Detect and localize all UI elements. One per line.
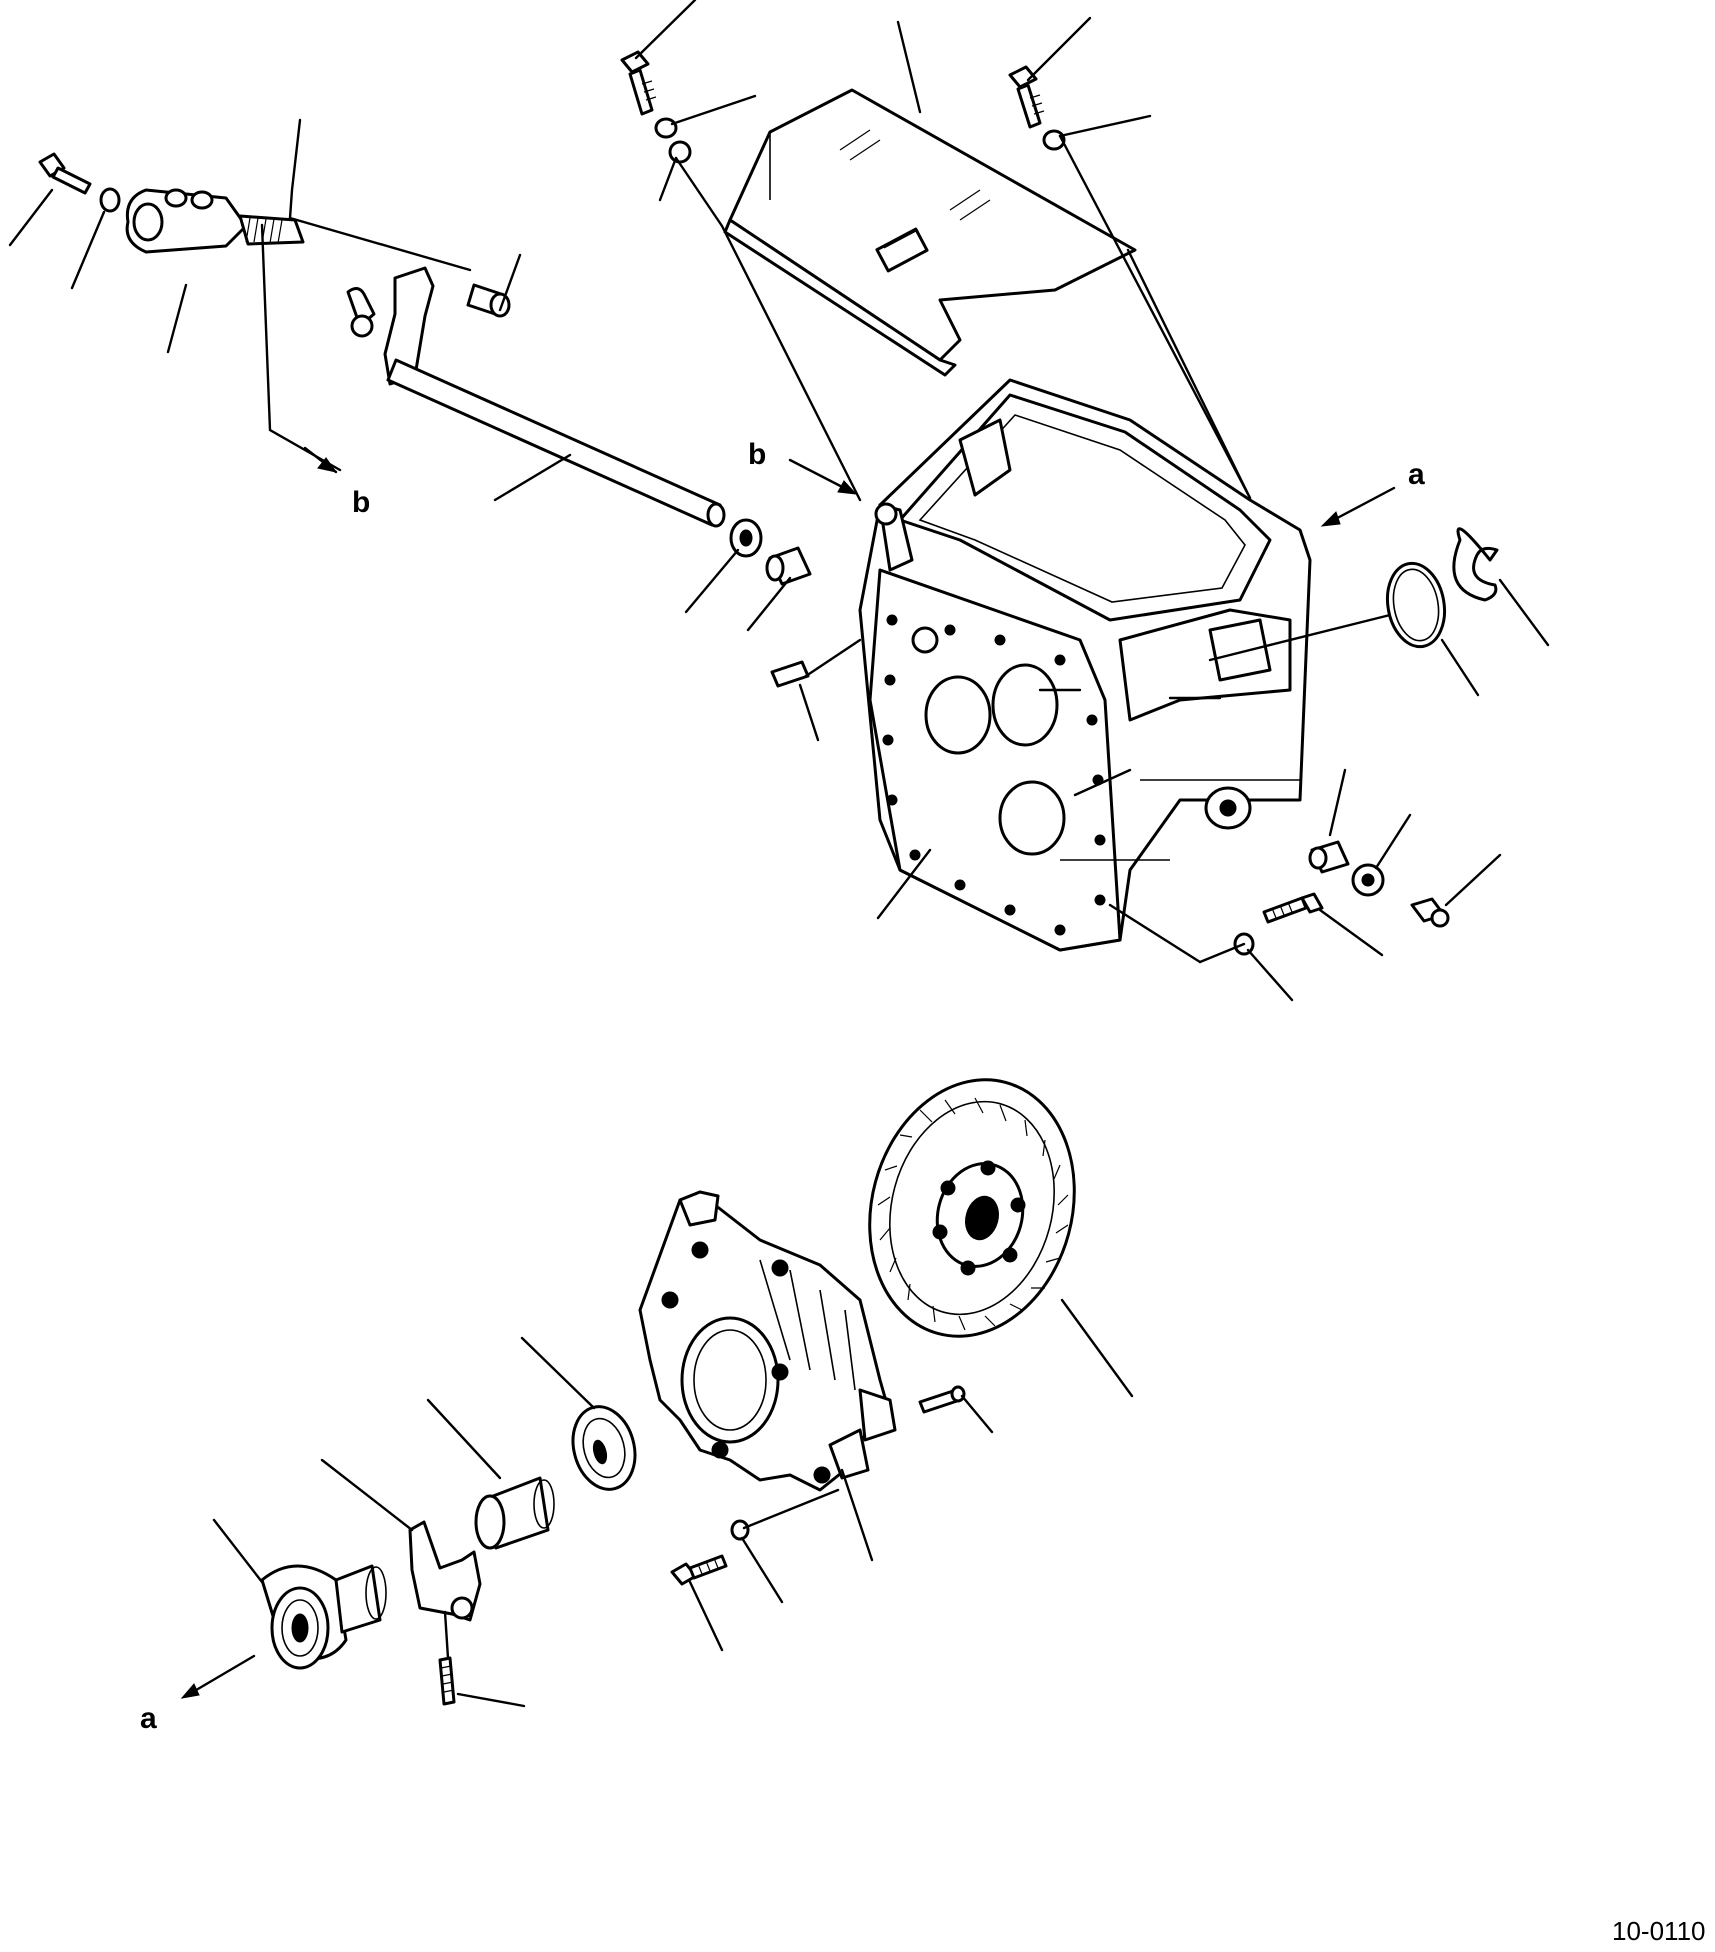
label-a-upper: a bbox=[1408, 458, 1425, 491]
slave-cylinder bbox=[125, 188, 305, 254]
cover-nut-left bbox=[668, 140, 692, 164]
release-fork bbox=[320, 1458, 526, 1708]
flange-bolt-holes bbox=[882, 614, 1106, 936]
label-a-lower: a bbox=[140, 1702, 157, 1735]
fitting-lower bbox=[1410, 897, 1450, 928]
snap-ring bbox=[1452, 527, 1499, 602]
cross-shaft bbox=[386, 358, 726, 528]
plate-washer bbox=[730, 1519, 750, 1541]
shift-cylinder-group bbox=[8, 118, 862, 742]
bolt-left bbox=[38, 152, 92, 195]
bolt-lower bbox=[1262, 892, 1324, 924]
housing-lower-fasteners bbox=[1108, 768, 1502, 1002]
housing-port-3 bbox=[998, 780, 1066, 856]
label-b-right: b bbox=[748, 438, 766, 471]
o-ring-inner bbox=[1392, 568, 1440, 642]
shaft-seal-inner bbox=[739, 529, 753, 547]
cover-washer-left bbox=[654, 117, 678, 139]
housing-port-2 bbox=[991, 663, 1059, 747]
housing-rings bbox=[1385, 527, 1550, 697]
clutch-housing bbox=[858, 378, 1392, 952]
bearing-carrier bbox=[212, 1518, 387, 1670]
housing-port-1 bbox=[924, 675, 992, 755]
shaft-bushing bbox=[765, 546, 812, 586]
dowel-pin-upper bbox=[770, 660, 810, 688]
release-bearing bbox=[520, 1336, 637, 1491]
label-b-left: b bbox=[352, 486, 370, 519]
bushing-lower bbox=[1308, 840, 1350, 874]
release-lever bbox=[346, 266, 435, 386]
reference-code: 10-0110 bbox=[1612, 1916, 1706, 1946]
top-cover-group bbox=[620, 0, 1252, 502]
o-ring bbox=[1385, 561, 1447, 649]
pressure-plate-bolts bbox=[670, 1488, 840, 1652]
bearing-sleeve bbox=[426, 1398, 555, 1550]
inspection-cover bbox=[723, 88, 1137, 377]
washer-left bbox=[99, 187, 121, 213]
plate-bolt bbox=[670, 1554, 728, 1586]
cover-bolt-right bbox=[1008, 65, 1045, 129]
clutch-disc bbox=[868, 1078, 1134, 1398]
pressure-plate bbox=[638, 1190, 994, 1562]
cover-bolt-left bbox=[620, 50, 657, 116]
